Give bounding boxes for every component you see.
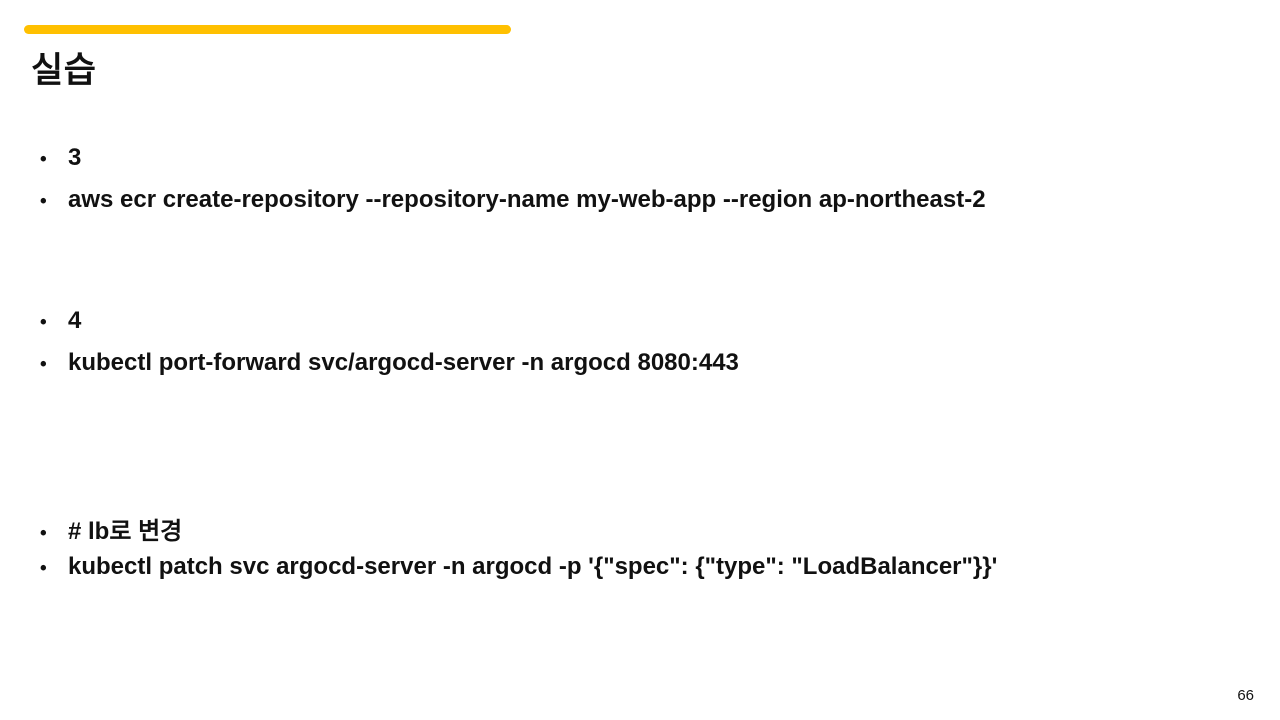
bullet-text: 4	[68, 307, 82, 334]
page-number: 66	[1237, 687, 1254, 704]
bullet-item: • # lb로 변경	[40, 511, 182, 546]
bullet-text: kubectl patch svc argocd-server -n argoc…	[68, 553, 998, 580]
page-title: 실습	[31, 51, 97, 90]
bullet-text: # lb로 변경	[68, 518, 183, 545]
bullet-icon: •	[40, 149, 47, 170]
bullet-text: 3	[68, 144, 82, 171]
bullet-icon: •	[40, 191, 47, 212]
bullet-item: • aws ecr create-repository --repository…	[40, 186, 986, 214]
accent-bar	[24, 25, 511, 34]
bullet-icon: •	[40, 523, 47, 544]
bullet-icon: •	[40, 312, 47, 333]
bullet-item: • 3	[40, 144, 81, 172]
bullet-text: aws ecr create-repository --repository-n…	[68, 186, 986, 213]
bullet-icon: •	[40, 558, 47, 579]
bullet-icon: •	[40, 354, 47, 375]
bullet-item: • kubectl port-forward svc/argocd-server…	[40, 349, 739, 377]
bullet-text: kubectl port-forward svc/argocd-server -…	[68, 349, 739, 376]
bullet-item: • 4	[40, 307, 81, 335]
bullet-item: • kubectl patch svc argocd-server -n arg…	[40, 553, 997, 581]
